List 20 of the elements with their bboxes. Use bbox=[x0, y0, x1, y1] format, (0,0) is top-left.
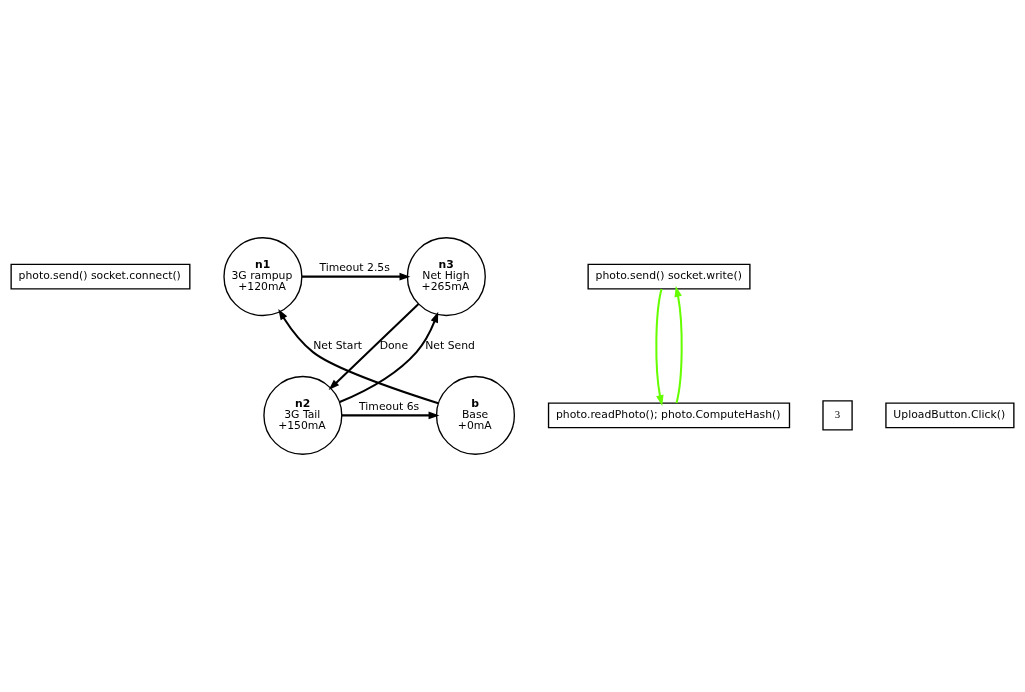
arrow bbox=[655, 288, 664, 406]
edge-label: Timeout 6s bbox=[359, 399, 420, 413]
arrow bbox=[341, 411, 440, 420]
edge-label: Net Send bbox=[425, 338, 475, 352]
arrow bbox=[302, 272, 411, 281]
arrow bbox=[339, 311, 439, 403]
edge-label: Net Start bbox=[313, 338, 363, 352]
arrow bbox=[278, 309, 439, 405]
node-circle: n3 Net High +265mA bbox=[406, 237, 486, 317]
node-circle: n1 3G rampup +120mA bbox=[223, 237, 303, 317]
node-box: photo.readPhoto(); photo.ComputeHash() bbox=[547, 402, 791, 429]
arrow bbox=[674, 286, 683, 404]
arrow bbox=[328, 303, 420, 390]
node-box: UploadButton.Click() bbox=[885, 402, 1015, 429]
node-box: photo.send() socket.write() bbox=[587, 263, 751, 290]
node-box: 3 bbox=[822, 400, 853, 431]
edge-label: Timeout 2.5s bbox=[319, 261, 390, 275]
node-circle: b Base +0mA bbox=[435, 375, 516, 455]
edge-label: Done bbox=[379, 338, 409, 352]
node-box: photo.send() socket.connect() bbox=[10, 263, 191, 290]
